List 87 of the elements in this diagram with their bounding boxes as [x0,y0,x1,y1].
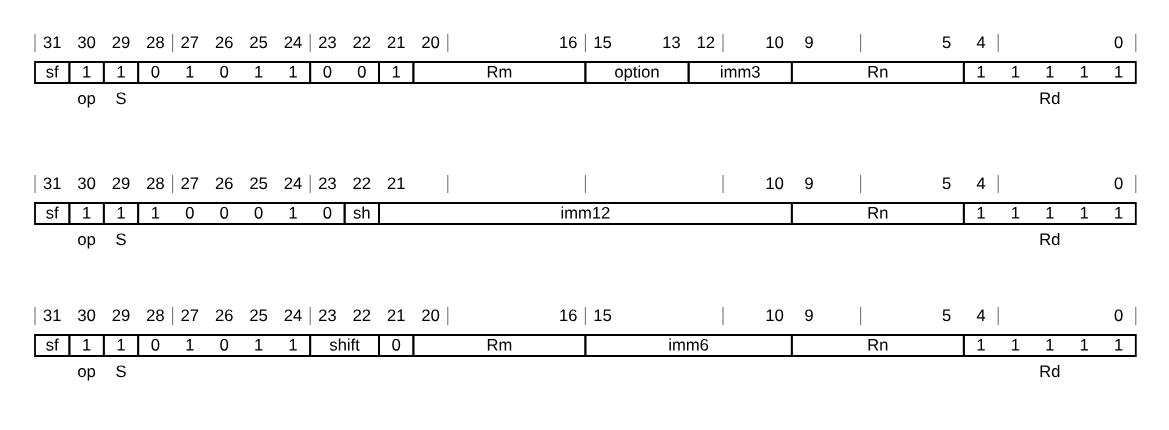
bit-number: 27 [181,177,199,189]
bit-field: 1 1 1 1 1 [962,202,1137,225]
bit-field: 1 [378,61,415,84]
bit-number: 28 [147,177,164,190]
bit-field: 1 [102,202,140,225]
bit-number: 10 [766,177,784,190]
bit-number: 13 [663,36,680,49]
bit-number: 29 [112,309,130,322]
bit-field: 0 [378,334,415,357]
bit-number: 21 [387,177,405,189]
bit-number: 22 [353,36,371,48]
bit-number: 5 [942,309,951,322]
bit-number: 22 [353,177,371,189]
bit-field: imm3 [687,61,793,84]
bit-number: 27 [181,309,199,321]
bit-field: imm6 [584,334,793,357]
bit-field: 1 [102,334,140,357]
field-label: S [116,233,126,246]
bit-field: 1 [68,334,105,357]
bit-number: 28 [147,309,164,322]
bit-number: 15 [594,36,612,49]
bit-number: 29 [112,177,130,190]
bit-field: sh [343,202,380,225]
bit-number: 16 [560,309,577,322]
bit-field: Rn [790,61,965,84]
bit-number: 31 [43,36,61,49]
bit-number: 23 [319,177,336,190]
bit-number: 20 [422,36,440,49]
bit-number: 23 [319,36,336,49]
bit-number: 9 [805,309,813,322]
bit-field: Rm [412,61,587,84]
bit-field: 0 1 0 1 1 [137,334,312,357]
bit-number: 20 [422,309,440,322]
bit-number: 31 [43,177,61,190]
bit-number: 10 [766,309,784,322]
bit-field: 1 [68,61,105,84]
field-label: S [116,92,126,105]
bit-number: 24 [284,36,302,48]
bit-number: 22 [353,309,371,321]
field-label: op [78,95,96,108]
bit-number: 12 [697,36,715,48]
bit-number: 28 [147,36,164,49]
bit-number: 4 [976,177,986,189]
bit-field: 1 [68,202,105,225]
bit-field: option [584,61,690,84]
field-label: Rd [1040,365,1060,378]
bit-number: 30 [78,177,96,190]
bit-number: 27 [181,36,199,48]
bit-field: 1 0 0 0 1 0 [137,202,346,225]
bit-number: 29 [112,36,130,49]
bit-field: sf [34,334,71,357]
bit-field: 0 0 [309,61,380,84]
bit-number: 21 [387,36,405,48]
bit-number: 5 [942,36,951,49]
bit-number: 31 [43,309,61,322]
bit-field: sf [34,61,71,84]
bit-field: shift [309,334,380,357]
bit-field: Rn [790,202,965,225]
bit-number: 4 [976,36,986,48]
bit-field: 1 1 1 1 1 [962,61,1137,84]
bit-number: 30 [78,309,96,322]
bit-number: 21 [387,309,405,321]
field-label: Rd [1040,233,1060,246]
field-label: Rd [1040,92,1060,105]
bit-number: 16 [560,36,577,49]
bit-number: 24 [284,177,302,189]
bit-number: 15 [594,309,612,322]
bit-number: 10 [766,36,784,49]
bit-number: 30 [78,36,96,49]
bit-field: imm12 [378,202,793,225]
bit-field: sf [34,202,71,225]
bit-field: Rn [790,334,965,357]
field-label: op [78,368,96,381]
bit-field: Rm [412,334,587,357]
bit-number: 9 [805,177,813,190]
bit-field: 1 1 1 1 1 [962,334,1137,357]
field-label: S [116,365,126,378]
bit-number: 5 [942,177,951,190]
bit-field: 0 1 0 1 1 [137,61,312,84]
bit-field: 1 [102,61,140,84]
bit-number: 24 [284,309,302,321]
bit-number: 25 [250,309,268,322]
field-label: op [78,236,96,249]
bit-number: 9 [805,36,813,49]
bit-number: 23 [319,309,336,322]
bit-number: 25 [250,36,268,49]
bit-number: 4 [976,309,986,321]
